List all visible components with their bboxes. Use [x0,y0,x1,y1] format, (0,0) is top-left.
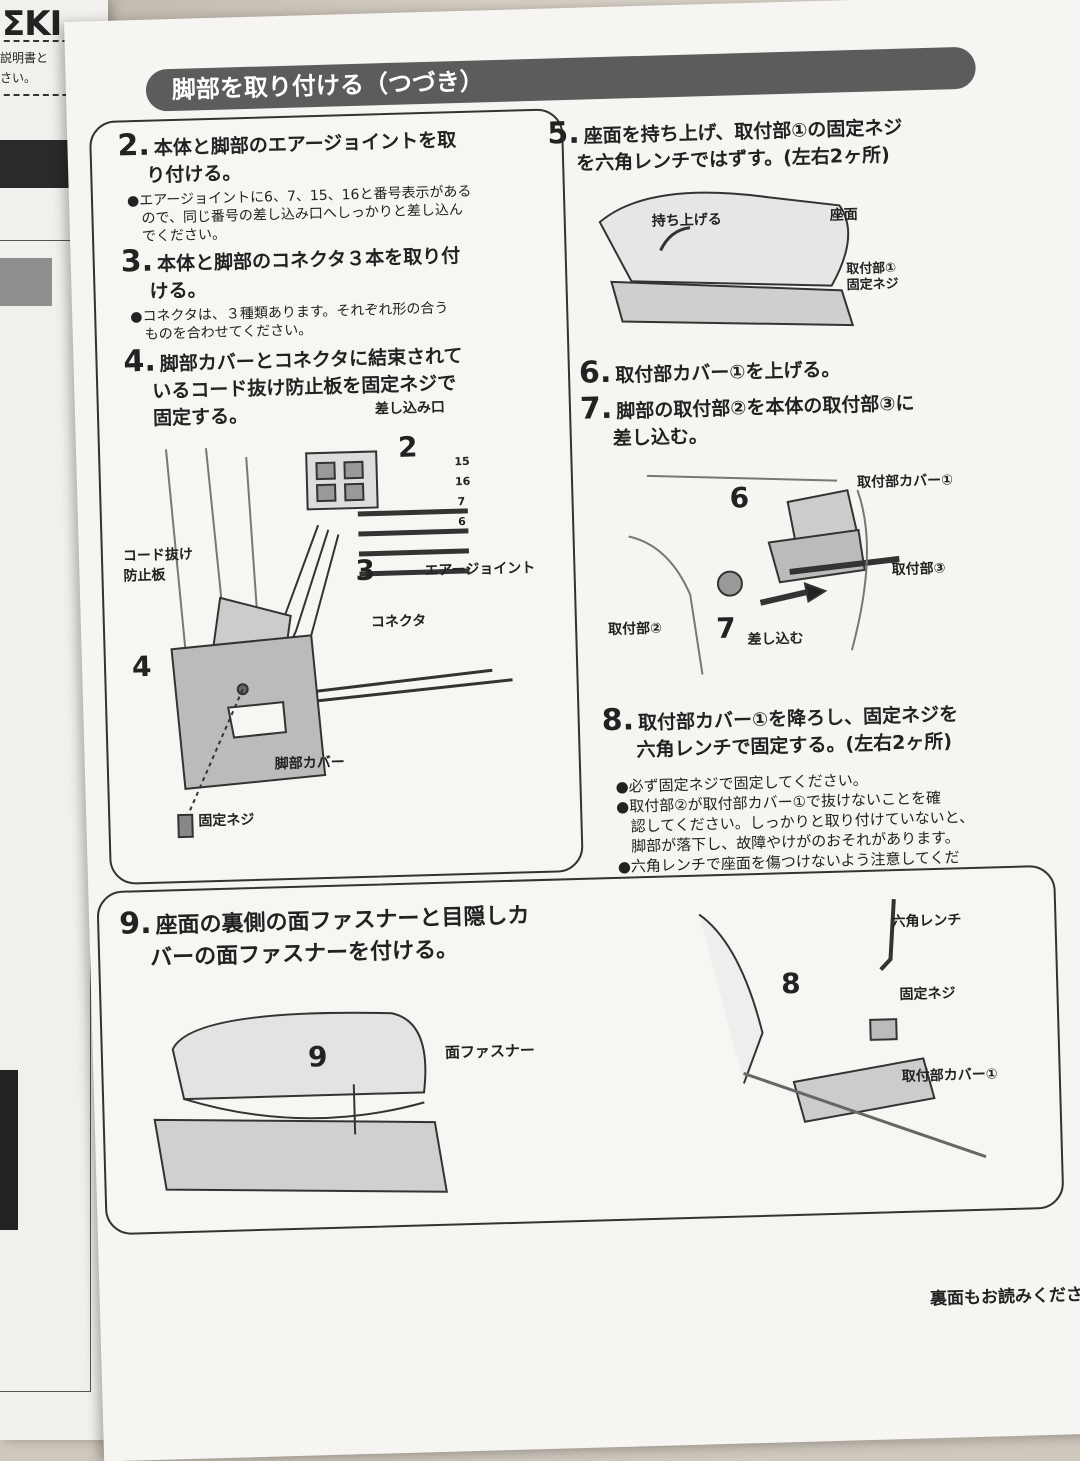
callout-8: 8 [780,966,802,1001]
label-mount-2: 取付部② [607,620,663,639]
section-title: 脚部を取り付ける（つづき） [145,46,977,112]
step-number: 4. [123,343,157,380]
step-text: 取付部カバー①を上げる。 [615,358,841,387]
step-text: 六角レンチで固定する。(左右2ヶ所) [636,730,953,762]
label-mount-cover-2: 取付部カバー① [901,1066,998,1086]
joint-number-6: 6 [457,514,466,529]
booklet-note-line: 説明書と [0,51,49,65]
label-fixing-screw: 固定ネジ [198,811,255,830]
step-number: 7. [579,390,613,427]
booklet-note-line: さい。 [0,71,37,85]
step-text: 脚部の取付部②を本体の取付部③に [616,392,915,423]
step-text: 取付部カバー①を降ろし、固定ネジを [637,703,959,735]
step-3: 3.本体と脚部のコネクタ３本を取り付 ける。 [120,236,561,306]
step-text: ける。 [149,279,207,303]
label-air-joint: エアージョイント [424,560,536,580]
callout-9: 9 [307,1040,328,1074]
step-number: 2. [116,127,151,164]
step-4: 4.脚部カバーとコネクタに結束されて いるコード抜け防止板を固定ネジで 固定する… [123,336,565,433]
callout-2: 2 [397,430,418,464]
seat-fastener-illustration [153,1011,448,1193]
callout-7: 7 [715,611,737,646]
seat-lift-illustration [598,191,855,327]
step-text: 座面を持ち上げ、取付部①の固定ネジ [583,116,903,148]
label-leg-cover: 脚部カバー [274,754,346,773]
label-fixing-screw-2: 固定ネジ [899,985,956,1004]
label-line: 固定ネジ [846,276,899,294]
label-line: 防止板 [123,567,166,585]
mount-insert-illustration [628,474,900,675]
step-9: 9.座面の裏側の面ファスナーと目隠しカ バーの面ファスナーを付ける。 [119,896,591,976]
step-text: 脚部カバーとコネクタに結束されて [159,345,463,376]
footer-note: 裏面もお読みくださ [929,1285,1080,1310]
joint-number-16: 16 [454,474,471,489]
label-seat: 座面 [829,206,858,224]
step-text: 本体と脚部のエアージョイントを取 [153,129,457,160]
callout-6: 6 [729,481,750,515]
step-text: 座面の裏側の面ファスナーと目隠しカ [155,903,530,939]
label-insert: 差し込む [747,630,804,649]
label-line: コード抜け [122,546,194,565]
booklet-logo: ΣKI [2,4,62,44]
step-5: 5.座面を持ち上げ、取付部①の固定ネジ を六角レンチではずす。(左右2ヶ所) [547,108,988,178]
callout-3: 3 [354,553,376,588]
joint-number-15: 15 [454,454,470,469]
label-line: 取付部① [846,260,897,278]
booklet-note: 説明書と さい。 [0,40,88,96]
step-6: 6.取付部カバー①を上げる。 [579,348,1000,391]
step-2: 2.本体と脚部のエアージョイントを取 り付ける。 [117,120,558,190]
step-text: 差し込む。 [612,425,709,450]
label-hex-wrench: 六角レンチ [891,912,962,931]
label-plate: コード抜け 防止板 [123,544,194,586]
joint-number-7: 7 [457,494,466,509]
step-text: バーの面ファスナーを付ける。 [149,937,459,971]
wrench-fix-illustration [698,899,987,1159]
label-mount-3: 取付部③ [891,560,946,579]
label-mount-cover: 取付部カバー① [856,472,954,492]
booklet-gray-bar [0,258,52,306]
step-text: 本体と脚部のコネクタ３本を取り付 [156,245,461,276]
step-7: 7.脚部の取付部②を本体の取付部③に 差し込む。 [580,384,1001,454]
step-text: り付ける。 [146,162,242,187]
step-number: 3. [120,243,154,280]
callout-4: 4 [131,649,152,684]
step-number: 6. [578,354,612,391]
step-text: 固定する。 [152,405,249,430]
label-hook-loop-fastener: 面ファスナー [444,1041,536,1062]
booklet-edge-block [0,1070,18,1230]
step-number: 5. [546,115,581,152]
step-text: を六角レンチではずす。(左右2ヶ所) [575,144,891,175]
step-8: 8.取付部カバー①を降ろし、固定ネジを 六角レンチで固定する。(左右2ヶ所) [601,696,1022,766]
booklet-black-bar [0,140,70,188]
label-lift: 持ち上げる [651,211,723,230]
step-number: 9. [118,905,152,942]
label-connector: コネクタ [370,613,427,631]
connector-illustration [164,448,513,839]
label-mount-screw: 取付部① 固定ネジ [846,261,899,294]
step-number: 8. [601,702,635,739]
label-inlet: 差し込み口 [374,399,446,418]
manual-page: 脚部を取り付ける（つづき） 2.本体と脚部のエアージョイントを取 り付ける。 ●… [64,0,1080,1461]
